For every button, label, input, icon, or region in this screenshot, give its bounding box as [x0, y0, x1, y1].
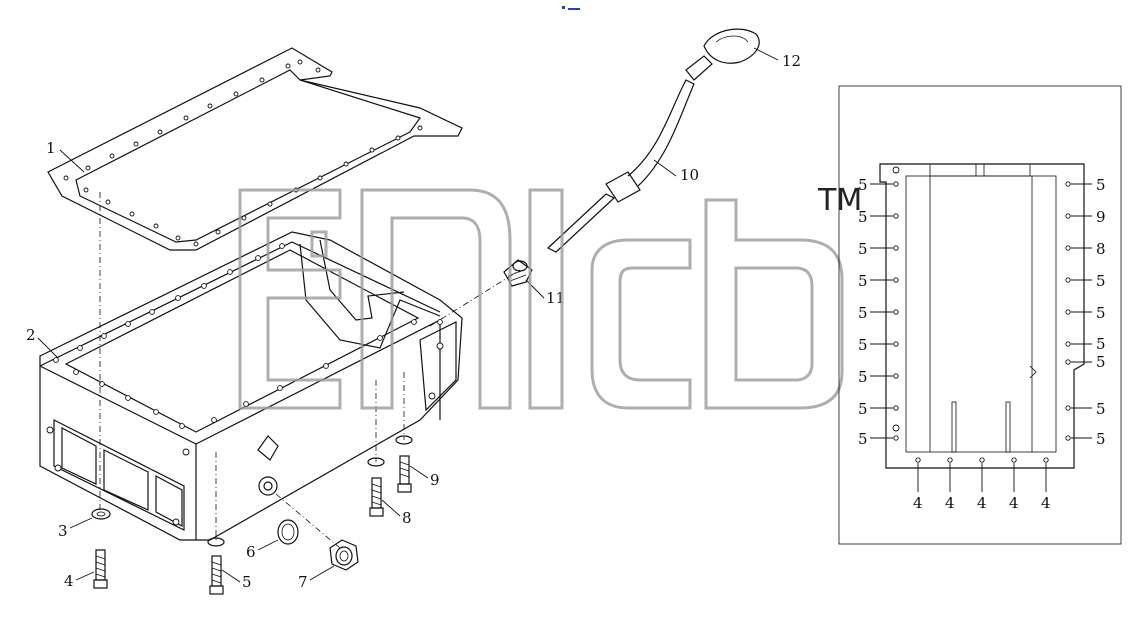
detail-view	[838, 85, 1122, 545]
callout-11: 11	[546, 289, 565, 307]
washer-3	[91, 508, 111, 520]
detail-left-holes	[893, 181, 899, 441]
svg-text:5: 5	[858, 240, 868, 258]
svg-text:5: 5	[858, 176, 868, 194]
gasket-bolt-holes	[63, 59, 423, 247]
callout-5-leader	[221, 569, 241, 583]
svg-text:5: 5	[1096, 430, 1106, 448]
top-marker	[562, 6, 565, 9]
callout-4-leader	[75, 571, 95, 581]
callout-4: 4	[64, 572, 74, 590]
svg-text:5: 5	[1096, 304, 1106, 322]
washer-9	[395, 435, 413, 445]
callout-3: 3	[58, 522, 68, 540]
svg-text:5: 5	[858, 304, 868, 322]
washer-5	[207, 537, 225, 547]
svg-text:5: 5	[858, 400, 868, 418]
callout-7-leader	[309, 565, 335, 581]
washer-8	[367, 457, 385, 467]
callout-1-leader	[59, 149, 85, 173]
svg-text:5: 5	[858, 430, 868, 448]
svg-text:5: 5	[1096, 272, 1106, 290]
svg-text:5: 5	[858, 336, 868, 354]
callout-10: 10	[680, 166, 699, 184]
callout-6: 6	[246, 543, 256, 561]
callout-10-leader	[653, 159, 677, 177]
top-marker-2	[568, 8, 580, 10]
centerline-drain	[275, 493, 341, 549]
detail-bottom-labels: 4 4 4 4 4	[913, 463, 1051, 512]
svg-text:5: 5	[1096, 400, 1106, 418]
svg-text:9: 9	[1096, 208, 1106, 226]
drain-gasket-6-inner	[281, 523, 295, 541]
callout-8: 8	[402, 509, 412, 527]
callout-3-leader	[69, 517, 93, 529]
detail-right-holes	[1065, 181, 1071, 441]
oil-pan-part	[39, 231, 463, 541]
drain-gasket-6	[277, 519, 299, 545]
detail-bottom-holes	[915, 457, 1049, 463]
svg-text:5: 5	[1096, 176, 1106, 194]
svg-text:5: 5	[1096, 353, 1106, 371]
callout-9: 9	[430, 471, 440, 489]
callout-1: 1	[46, 139, 56, 157]
svg-text:4: 4	[1041, 494, 1051, 512]
svg-text:4: 4	[977, 494, 987, 512]
svg-text:5: 5	[1096, 335, 1106, 353]
callout-2-leader	[37, 337, 59, 359]
callout-2: 2	[26, 326, 36, 344]
washer-3-hole	[96, 511, 106, 517]
svg-text:4: 4	[945, 494, 955, 512]
drain-plug-7	[329, 539, 359, 571]
svg-text:5: 5	[858, 208, 868, 226]
gasket-part	[47, 47, 463, 251]
watermark-logo	[238, 188, 844, 410]
bolt-9	[397, 455, 412, 493]
centerline-dipstick	[429, 269, 521, 327]
bolt-4	[93, 549, 108, 589]
callout-9-leader	[409, 465, 429, 479]
callout-8-leader	[381, 499, 401, 517]
callout-6-leader	[257, 539, 279, 551]
svg-text:5: 5	[858, 368, 868, 386]
oil-pan-flange-holes	[46, 243, 444, 526]
callout-12: 12	[782, 52, 801, 70]
dipstick-tube-10	[546, 28, 760, 253]
bolt-5	[209, 555, 224, 595]
detail-left-labels: 5 5 5 5 5 5 5 5 5	[858, 176, 893, 448]
svg-text:5: 5	[858, 272, 868, 290]
callout-7: 7	[298, 573, 308, 591]
callout-12-leader	[753, 47, 779, 61]
svg-text:8: 8	[1096, 240, 1106, 258]
detail-right-labels: 5 9 8 5 5 5 5 5 5	[1071, 176, 1106, 448]
callout-5: 5	[242, 573, 252, 591]
watermark-trademark: TM	[817, 183, 862, 218]
bolt-8	[369, 477, 384, 517]
svg-text:4: 4	[913, 494, 923, 512]
svg-text:4: 4	[1009, 494, 1019, 512]
